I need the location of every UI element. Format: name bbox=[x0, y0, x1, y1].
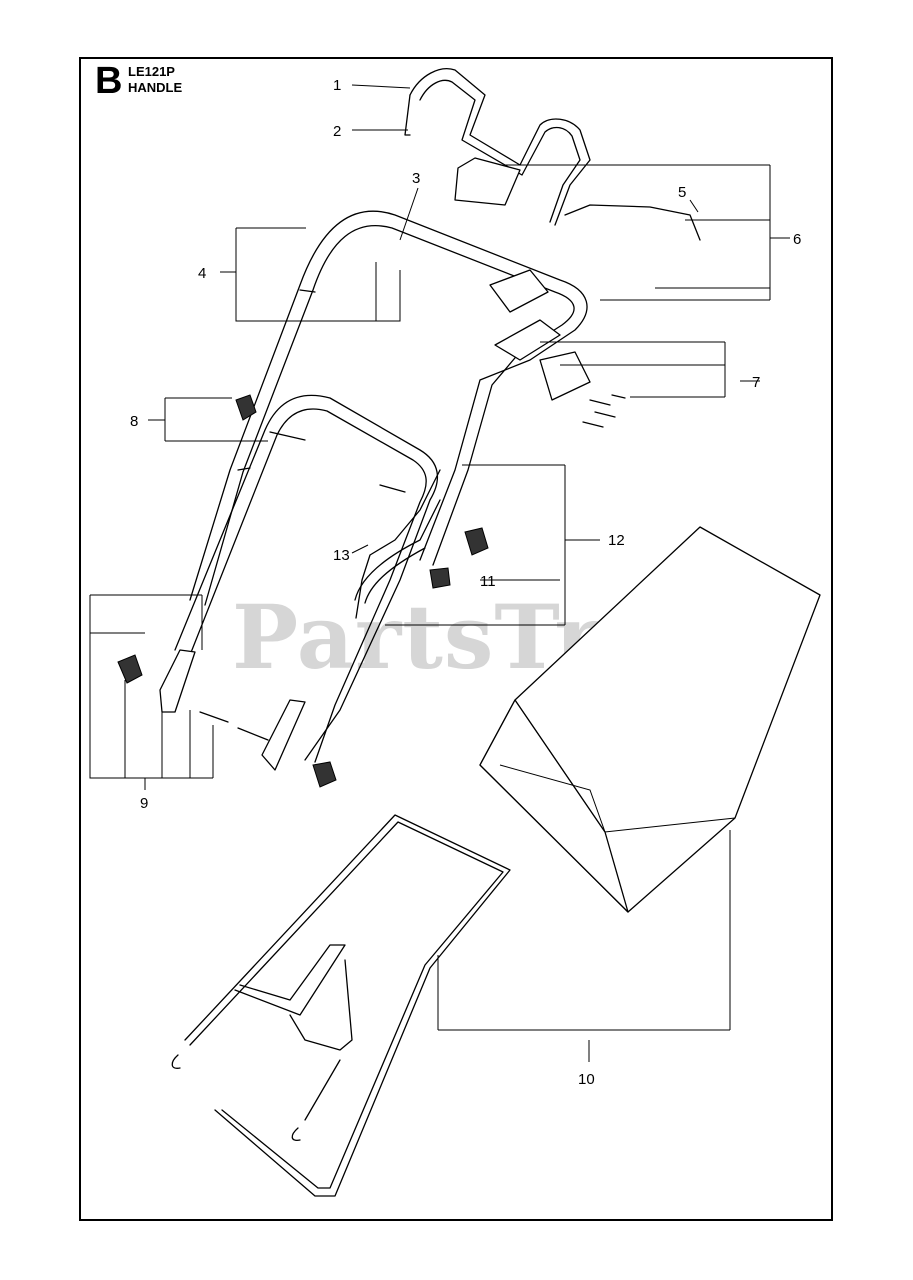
callout-4: 4 bbox=[198, 265, 206, 282]
callout-11: 11 bbox=[480, 573, 496, 590]
control-box bbox=[454, 157, 549, 313]
callout-6: 6 bbox=[793, 231, 801, 248]
model-number: LE121P bbox=[128, 64, 175, 79]
leader-lines bbox=[89, 84, 790, 1062]
operator-bail bbox=[404, 68, 591, 226]
callout-5: 5 bbox=[678, 184, 686, 201]
diagram-frame bbox=[79, 57, 833, 1221]
callout-3: 3 bbox=[412, 170, 420, 187]
switch-housing bbox=[494, 319, 591, 401]
callout-8: 8 bbox=[130, 413, 138, 430]
callout-7: 7 bbox=[752, 374, 760, 391]
callout-10: 10 bbox=[578, 1071, 595, 1088]
upper-handle bbox=[189, 210, 588, 606]
callout-1: 1 bbox=[333, 77, 341, 94]
callout-9: 9 bbox=[140, 795, 148, 812]
callout-12: 12 bbox=[608, 532, 625, 549]
handle-knobs bbox=[117, 394, 489, 788]
diagram-title: HANDLE bbox=[128, 80, 183, 95]
callout-13: 13 bbox=[333, 547, 350, 564]
callout-labels: 1 2 3 4 5 6 7 8 9 10 11 12 13 bbox=[130, 77, 801, 1088]
callout-2: 2 bbox=[333, 123, 341, 140]
motor-cable bbox=[355, 469, 441, 619]
height-brackets bbox=[159, 649, 306, 771]
grass-catcher-bag bbox=[479, 526, 821, 913]
lower-handle bbox=[174, 394, 441, 763]
wiring-harness bbox=[564, 204, 701, 241]
grass-catcher-frame bbox=[171, 814, 511, 1197]
fasteners bbox=[199, 394, 626, 741]
section-letter: B bbox=[95, 60, 123, 102]
